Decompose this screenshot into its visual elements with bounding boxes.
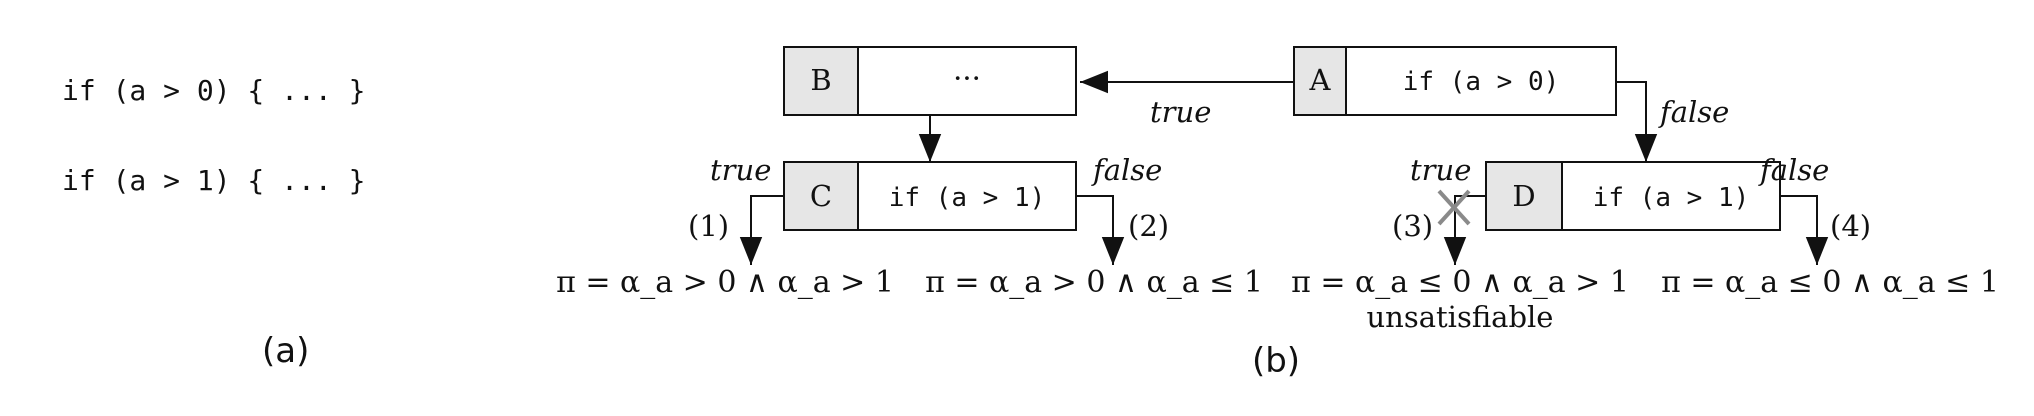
node-b-code-cell xyxy=(857,46,1077,116)
node-c-code-cell xyxy=(857,161,1077,231)
path-number-2: (2) xyxy=(1128,209,1169,243)
constraint-2: π = α_a > 0 ∧ α_a ≤ 1 xyxy=(925,265,1263,300)
node-d: D if (a > 1) xyxy=(1485,161,1781,231)
node-b: B ··· xyxy=(783,46,1077,116)
label-d-false: false xyxy=(1758,153,1829,187)
node-b-id-cell xyxy=(783,46,859,116)
edge-d-false xyxy=(1780,195,1829,265)
panel-a: if (a > 0) { ... } if (a > 1) { ... } (a… xyxy=(62,74,365,371)
edge-c-true xyxy=(739,195,784,265)
edge-c-false xyxy=(1076,195,1125,265)
label-a-true: true xyxy=(1150,95,1211,129)
label-c-true: true xyxy=(710,153,771,187)
node-c-id: C xyxy=(810,179,832,213)
node-a-id-cell xyxy=(1293,46,1347,116)
node-c: C if (a > 1) xyxy=(783,161,1077,231)
caption-a: (a) xyxy=(262,331,309,371)
node-d-id: D xyxy=(1512,179,1535,213)
edge-a-false xyxy=(1616,81,1658,162)
node-c-code: if (a > 1) xyxy=(889,183,1046,213)
edge-d-true xyxy=(1443,195,1486,265)
unsat-label: unsatisfiable xyxy=(1367,300,1554,334)
label-c-false: false xyxy=(1091,153,1162,187)
code-line-2: if (a > 1) { ... } xyxy=(62,164,365,197)
constraint-1: π = α_a > 0 ∧ α_a > 1 xyxy=(556,265,894,300)
code-line-1: if (a > 0) { ... } xyxy=(62,74,365,107)
node-a: A if (a > 0) xyxy=(1293,46,1617,116)
constraint-3: π = α_a ≤ 0 ∧ α_a > 1 xyxy=(1291,265,1629,300)
node-a-code: if (a > 0) xyxy=(1403,67,1560,97)
node-c-id-cell xyxy=(783,161,859,231)
path-number-1: (1) xyxy=(688,209,729,243)
constraint-4: π = α_a ≤ 0 ∧ α_a ≤ 1 xyxy=(1661,265,1999,300)
label-d-true: true xyxy=(1410,153,1471,187)
caption-b: (b) xyxy=(1252,341,1300,381)
panel-b: B ··· A if (a > 0) C if (a > 1) D if (a … xyxy=(556,46,1999,381)
label-a-false: false xyxy=(1658,95,1729,129)
node-d-id-cell xyxy=(1485,161,1563,231)
node-b-id: B xyxy=(810,63,831,97)
unsat-cross-icon xyxy=(1437,189,1471,226)
path-number-4: (4) xyxy=(1830,209,1871,243)
node-a-id: A xyxy=(1309,63,1332,97)
path-number-3: (3) xyxy=(1392,209,1433,243)
node-d-code-cell xyxy=(1561,161,1781,231)
node-d-code: if (a > 1) xyxy=(1593,183,1750,213)
node-b-code: ··· xyxy=(953,61,981,95)
